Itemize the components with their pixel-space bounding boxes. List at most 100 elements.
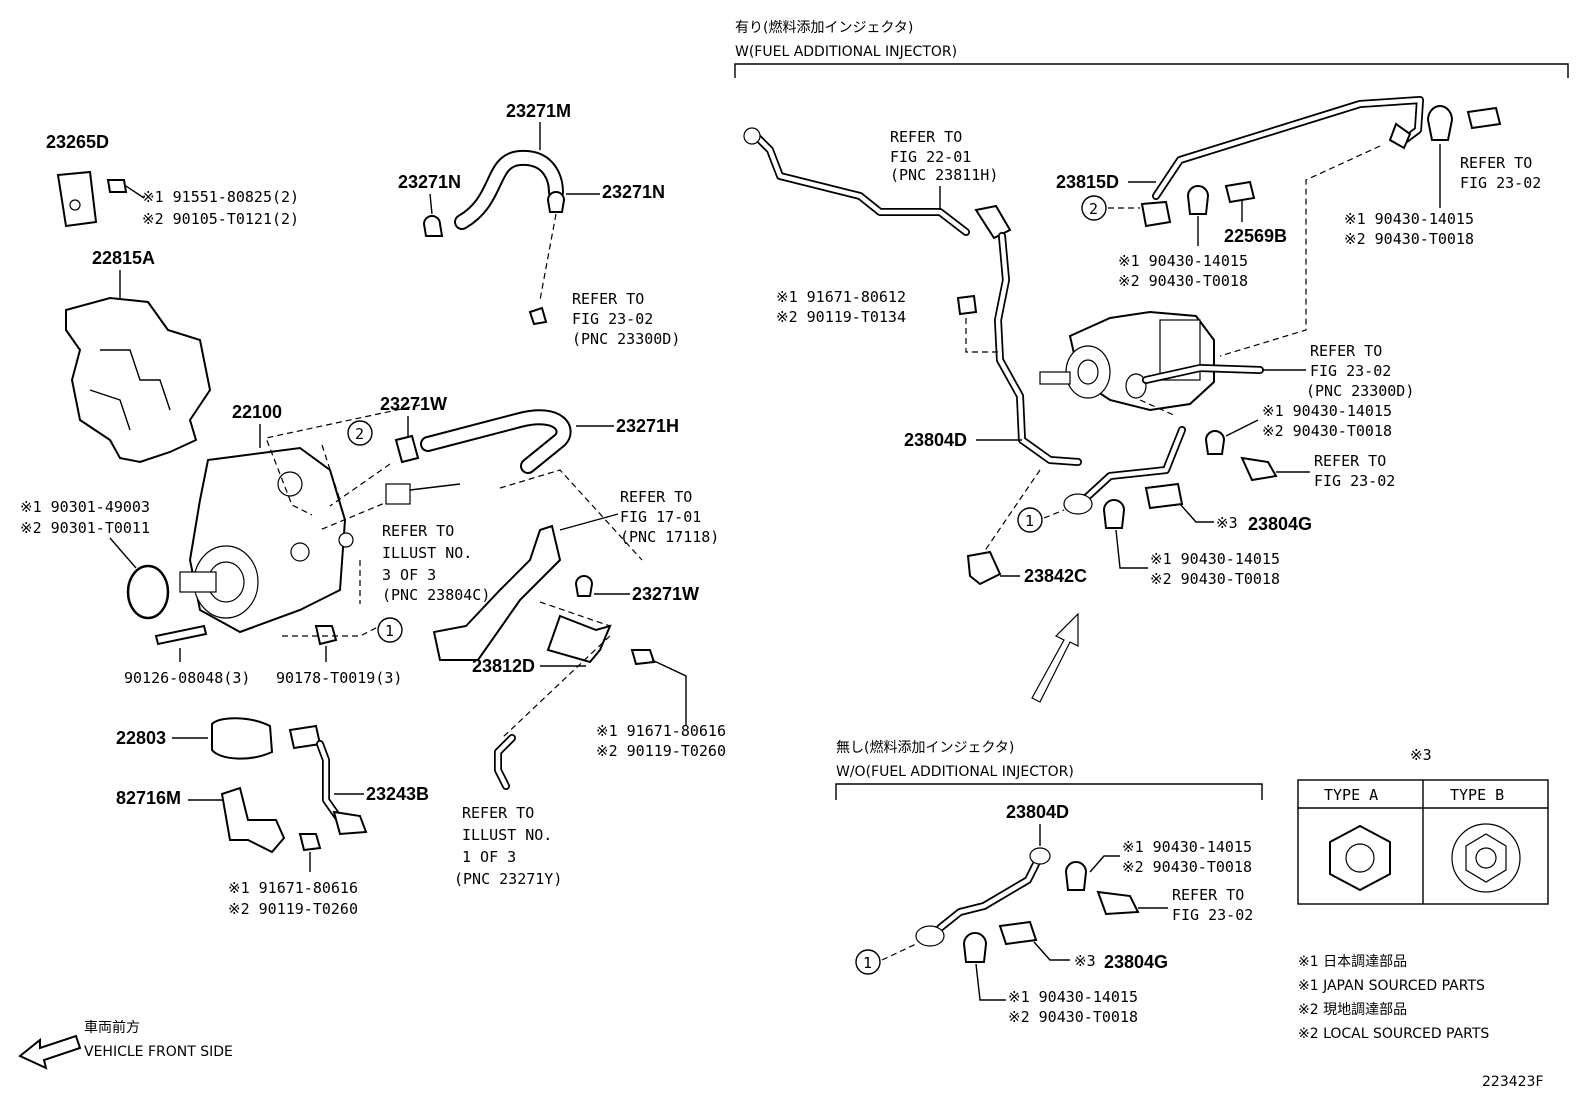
ref-ill1-c: 1 OF 3 <box>462 848 516 866</box>
direction-arrow-icon <box>1031 612 1079 703</box>
oring-1: ※1 90301-49003 <box>20 498 150 516</box>
gasket-mid-2: ※2 90430-T0018 <box>1118 272 1248 290</box>
part-22100: 22100 <box>232 402 282 422</box>
ref-2201-b: FIG 22-01 <box>890 148 971 166</box>
ref-2302-a: REFER TO <box>572 290 644 308</box>
star3-r: ※3 <box>1216 514 1238 532</box>
gasket-icon-wo2 <box>962 932 988 963</box>
clamp-23842C <box>966 550 1002 586</box>
ref-ill1-b: ILLUST NO. <box>462 826 552 844</box>
oring-2: ※2 90301-T0011 <box>20 519 150 537</box>
pump-cover-22815A <box>65 296 212 464</box>
stud-label: 90126-08048(3) <box>124 669 250 687</box>
ref-ill1-a: REFER TO <box>462 804 534 822</box>
gasket-tr-1: ※1 90430-14015 <box>1344 210 1474 228</box>
legend-2: ※1 JAPAN SOURCED PARTS <box>1298 978 1485 994</box>
gasket-wo-2: ※2 90430-T0018 <box>1122 858 1252 876</box>
bolt-icon-wo <box>1096 890 1140 916</box>
bolt-22569B <box>1224 180 1256 204</box>
bracket-23812D <box>432 524 562 661</box>
bracket-hole <box>69 199 81 211</box>
oring-icon <box>126 564 170 620</box>
part-23271H: 23271H <box>616 416 679 436</box>
bolt-r-1: ※1 91671-80612 <box>776 288 906 306</box>
hose-end-icon <box>385 483 411 505</box>
gasket-icon-tm <box>1186 185 1210 215</box>
ref-r2-c: (PNC 23300D) <box>1306 382 1414 400</box>
part-22569B: 22569B <box>1224 226 1287 246</box>
part-22815A: 22815A <box>92 248 155 268</box>
gasket-icon-tr <box>1426 105 1454 141</box>
nut-label: 90178-T0019(3) <box>276 669 402 687</box>
header-without-jp: 無し(燃料添加インジェクタ) <box>836 739 1014 756</box>
ref-r3-b: FIG 23-02 <box>1314 472 1395 490</box>
circle-1-right-text: 1 <box>1025 512 1034 530</box>
bolt-low-1: ※1 91671-80616 <box>228 879 358 897</box>
circle-1-wo <box>855 949 881 975</box>
circle-1-left <box>377 617 403 643</box>
part-23804D-wo: 23804D <box>1006 802 1069 822</box>
gasket-wo-1: ※1 90430-14015 <box>1122 838 1252 856</box>
ref-wo-b: FIG 23-02 <box>1172 906 1253 924</box>
part-23271N-b: 23271N <box>602 182 665 202</box>
header-with-en: W(FUEL ADDITIONAL INJECTOR) <box>735 44 957 60</box>
circle-1-right <box>1017 507 1043 533</box>
gasket-mid-1: ※1 90430-14015 <box>1118 252 1248 270</box>
ref-ill3-a: REFER TO <box>382 522 454 540</box>
header-with-jp: 有り(燃料添加インジェクタ) <box>735 19 913 36</box>
stud-icon <box>154 624 208 646</box>
legend-1: ※1 日本調達部品 <box>1298 954 1407 970</box>
part-23243B: 23243B <box>366 784 429 804</box>
bracket-23265D <box>56 170 98 228</box>
ref-1701-a: REFER TO <box>620 488 692 506</box>
gasket-r3-2: ※2 90430-T0018 <box>1262 422 1392 440</box>
ref-r2-a: REFER TO <box>1310 342 1382 360</box>
ref-1701-b: FIG 17-01 <box>620 508 701 526</box>
figure-id: 223423F <box>1482 1074 1544 1090</box>
part-23265D: 23265D <box>46 132 109 152</box>
pipe-end-icon <box>528 306 548 326</box>
header-without-en: W/O(FUEL ADDITIONAL INJECTOR) <box>836 764 1074 780</box>
ref-ill1-d: (PNC 23271Y) <box>454 870 562 888</box>
front-arrow-icon <box>18 1034 82 1070</box>
bolt-23265D-2: ※2 90105-T0121(2) <box>142 210 299 228</box>
gasket-r4-1: ※1 90430-14015 <box>1150 550 1280 568</box>
part-23804D-with: 23804D <box>904 430 967 450</box>
gasket-r3-1: ※1 90430-14015 <box>1262 402 1392 420</box>
header-with-bracket <box>734 63 1569 78</box>
ref-2302-c: (PNC 23300D) <box>572 330 680 348</box>
bolt-23804G <box>1144 482 1184 510</box>
star3-wo: ※3 <box>1074 952 1096 970</box>
gasket-icon-r3 <box>1204 430 1226 455</box>
gasket-wo-b1: ※1 90430-14015 <box>1008 988 1138 1006</box>
clamp-23271W-b <box>574 575 594 597</box>
clip-icon <box>1388 122 1412 150</box>
gasket-wo-b2: ※2 90430-T0018 <box>1008 1008 1138 1026</box>
sensor-23243B <box>332 810 368 836</box>
ref-tr-a: REFER TO <box>1460 154 1532 172</box>
legend-4: ※2 LOCAL SOURCED PARTS <box>1298 1026 1489 1042</box>
bolt-23265D-1: ※1 91551-80825(2) <box>142 188 299 206</box>
pipe-joint-icon <box>974 204 1012 240</box>
bolt-icon-tr <box>1466 106 1502 130</box>
part-22803: 22803 <box>116 728 166 748</box>
clamp-23271W-a <box>394 434 420 464</box>
part-23812D: 23812D <box>472 656 535 676</box>
bolt-icon-low <box>298 833 322 852</box>
circle-2-left <box>347 420 373 446</box>
circle-2-right-text: 2 <box>1089 200 1098 218</box>
ref-ill3-c: 3 OF 3 <box>382 566 436 584</box>
part-23271M: 23271M <box>506 101 571 121</box>
part-23271N-a: 23271N <box>398 172 461 192</box>
pump-shaft <box>179 571 217 593</box>
clamp-23271N-a <box>422 215 444 237</box>
pipe-eye-lower <box>1063 493 1093 515</box>
bolt-icon-r3 <box>1240 456 1278 482</box>
pipe-eye-wo <box>915 925 945 947</box>
sensor-22803 <box>211 717 274 760</box>
ref-2302-b: FIG 23-02 <box>572 310 653 328</box>
ref-ill3-d: (PNC 23804C) <box>382 586 490 604</box>
nut-icon <box>314 625 338 646</box>
gasket-r4-2: ※2 90430-T0018 <box>1150 570 1280 588</box>
